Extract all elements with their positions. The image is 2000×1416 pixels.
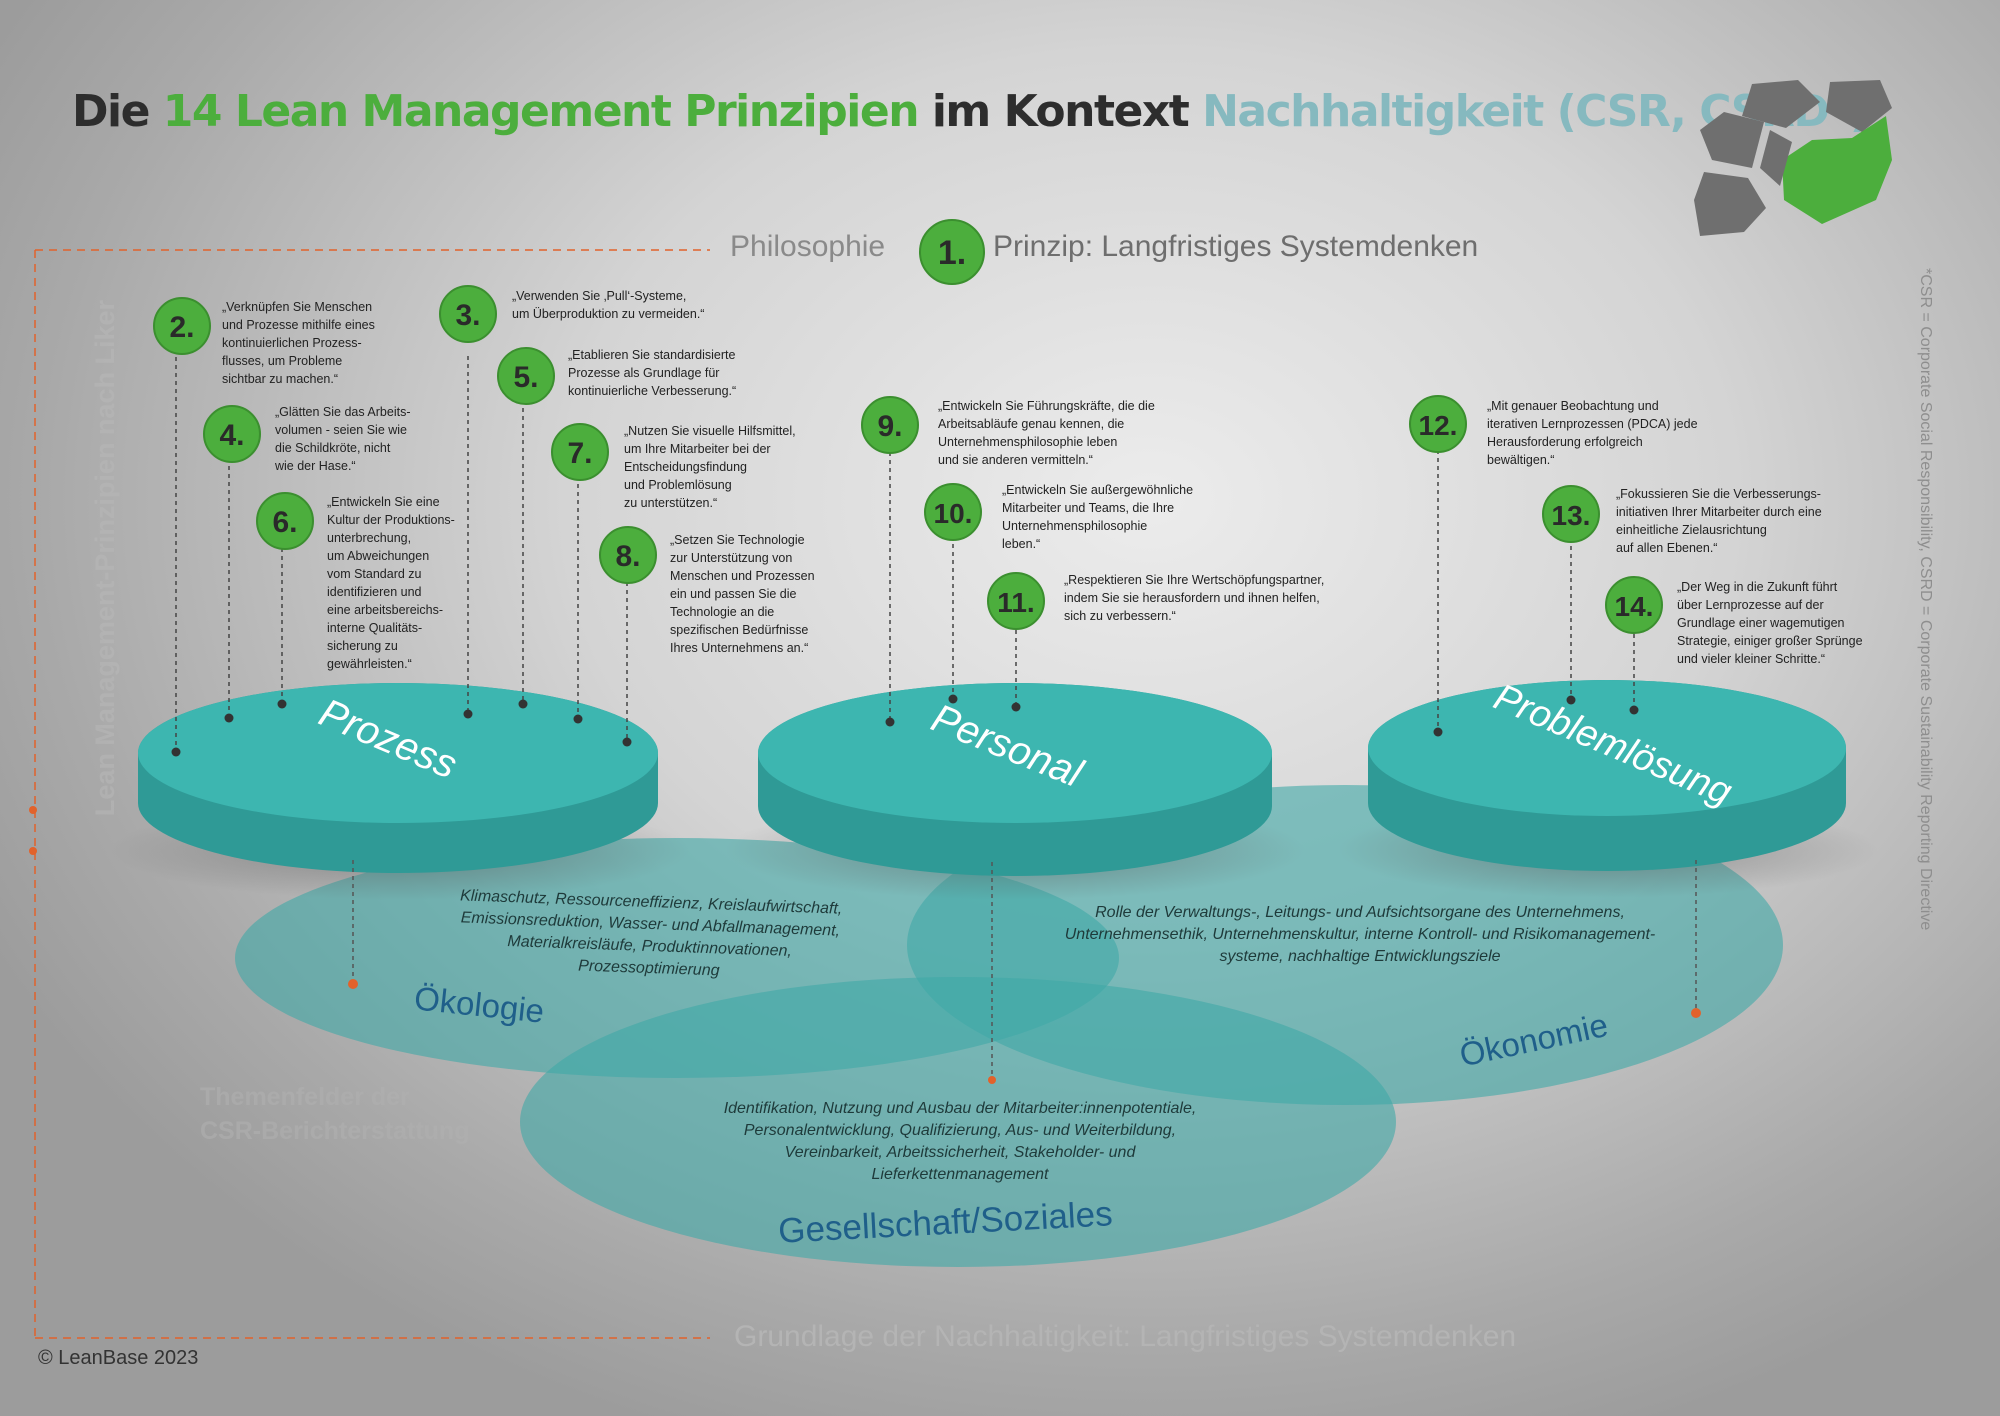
- principle-number: 9.: [877, 410, 902, 443]
- side-label-liker: Lean Management-Prinzipien nach Liker: [90, 300, 120, 817]
- copyright: © LeanBase 2023: [38, 1347, 199, 1369]
- principle-number: 3.: [455, 299, 480, 332]
- principle-9-desc: „Entwickeln Sie Führungskräfte, die die …: [938, 399, 1155, 467]
- principle-badge: [203, 405, 261, 463]
- principle-10-desc: „Entwickeln Sie außergewöhnliche Mitarbe…: [1002, 483, 1194, 551]
- principle-14-desc: „Der Weg in die Zukunft führt über Lernp…: [1677, 580, 1863, 666]
- principle-badge: [497, 347, 555, 405]
- principle-1-number: 1.: [938, 234, 966, 272]
- principle-5-desc: „Etablieren Sie standardisierte Prozesse…: [568, 348, 737, 398]
- principle-2-desc: „Verknüpfen Sie Menschen und Prozesse mi…: [222, 300, 375, 386]
- title-part-1: Die: [72, 86, 163, 137]
- principle-badge: [861, 396, 919, 454]
- principle-badge: [551, 423, 609, 481]
- theme-connector-dots: [348, 979, 1701, 1084]
- footnote-vertical: *CSR = Corporate Social Responsibility, …: [1917, 268, 1934, 931]
- principle-connectors: [175, 356, 1635, 752]
- principle-12-desc: „Mit genauer Beobachtung und iterativen …: [1487, 399, 1698, 467]
- theme-oekologie-text: Klimaschutz, Ressourceneffizienz, Kreisl…: [459, 887, 843, 980]
- principle-1-text: Prinzip: Langfristiges Systemdenken: [993, 230, 1479, 263]
- theme-heading: Themenfelder der CSR-Berichterstattung: [200, 1083, 470, 1145]
- platform-personal: [758, 683, 1272, 876]
- frame-dot: [29, 806, 37, 814]
- principle-badge: [439, 285, 497, 343]
- philosophy-label: Philosophie: [730, 230, 886, 263]
- title-part-3: im Kontext: [918, 86, 1203, 137]
- principle-8-desc: „Setzen Sie Technologie zur Unterstützun…: [670, 533, 815, 655]
- title-part-2: 14 Lean Management Prinzipien: [162, 86, 920, 137]
- principle-badge: [1605, 576, 1663, 634]
- principle-badge: [599, 526, 657, 584]
- principle-badge: [987, 572, 1045, 630]
- frame-lines: [34, 249, 710, 1339]
- principle-badges: [153, 285, 1663, 634]
- badge-numbers: 2. 3. 4. 5. 6. 7. 8. 9. 10. 11. 12. 13. 14.: [169, 299, 1653, 622]
- principle-number: 5.: [513, 361, 538, 394]
- principle-number: 2.: [169, 311, 194, 344]
- principle-badge: [924, 483, 982, 541]
- foundation-label: Grundlage der Nachhaltigkeit: Langfristi…: [734, 1320, 1517, 1353]
- principle-7-desc: „Nutzen Sie visuelle Hilfsmittel, um Ihr…: [624, 424, 796, 510]
- principle-badge: [1542, 485, 1600, 543]
- principle-number: 12.: [1419, 410, 1458, 441]
- principle-number: 14.: [1615, 591, 1654, 622]
- theme-gesellschaft-text: Identifikation, Nutzung und Ausbau der M…: [723, 1100, 1197, 1183]
- principle-11-desc: „Respektieren Sie Ihre Wertschöpfungspar…: [1064, 573, 1325, 623]
- principle-6-desc: „Entwickeln Sie eine Kultur der Produkti…: [327, 495, 455, 671]
- principle-badge: [256, 492, 314, 550]
- principle-number: 6.: [272, 506, 297, 539]
- principle-4-desc: „Glätten Sie das Arbeits- volumen - seie…: [275, 405, 411, 473]
- principle-number: 10.: [934, 498, 973, 529]
- principle-1-badge: [919, 219, 985, 285]
- principle-badge: [153, 297, 211, 355]
- principle-number: 8.: [615, 540, 640, 573]
- connector-dots: [171, 694, 1639, 757]
- theme-oekonomie-text: Rolle der Verwaltungs-, Leitungs- und Au…: [1064, 904, 1656, 965]
- principle-number: 7.: [567, 437, 592, 470]
- principle-number: 4.: [219, 419, 244, 452]
- platform-problemloesung: [1368, 680, 1846, 871]
- principle-3-desc: „Verwenden Sie ‚Pull‘-Systeme, um Überpr…: [512, 289, 705, 321]
- frame-dot: [29, 847, 37, 855]
- principle-badge: [1409, 395, 1467, 453]
- principle-13-desc: „Fokussieren Sie die Verbesserungs- init…: [1616, 487, 1822, 555]
- principle-number: 11.: [997, 587, 1034, 618]
- platform-prozess: [138, 683, 658, 873]
- principle-number: 13.: [1552, 500, 1591, 531]
- theme-connectors: [352, 860, 1697, 1080]
